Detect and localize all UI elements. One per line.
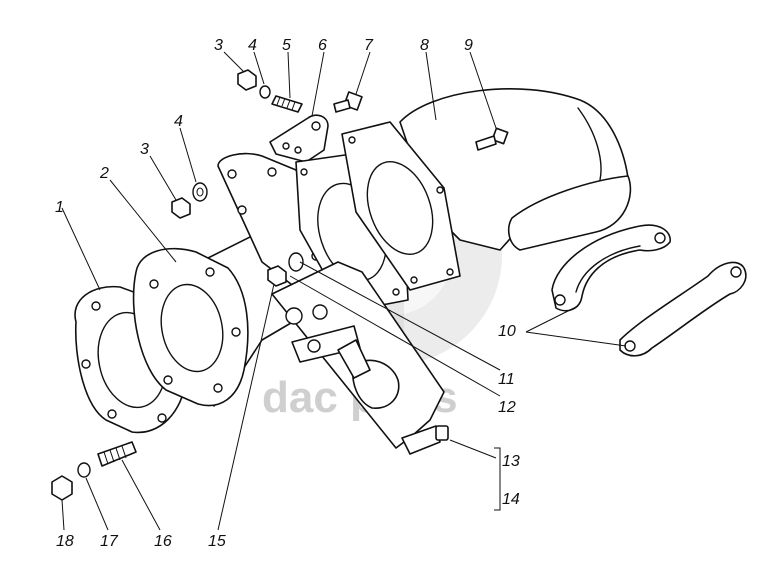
- part-16-stud: [97, 441, 137, 467]
- callout-13: 13: [502, 453, 520, 470]
- callout-2: 2: [99, 165, 109, 182]
- part-12-washer: [288, 252, 304, 272]
- part-6-bracket: [269, 114, 329, 163]
- callout-15: 15: [208, 533, 226, 550]
- part-3a-nut: [237, 69, 257, 91]
- callout-12: 12: [498, 399, 516, 416]
- part-9-bolt: [475, 127, 509, 151]
- callout-3b: 3: [140, 141, 149, 158]
- callouts: 1 2 3 3 4 4 5 6 7 8 9 10 11 12 13 14 15 …: [55, 37, 520, 550]
- callout-1: 1: [55, 199, 64, 216]
- callout-5: 5: [282, 37, 291, 54]
- part-10-clamp-lower: [619, 261, 747, 357]
- part-4b-washer: [192, 182, 208, 202]
- part-8-elbow-pipe: [341, 88, 632, 291]
- callout-18: 18: [56, 533, 74, 550]
- part-17-washer: [77, 462, 91, 478]
- callout-6: 6: [318, 37, 327, 54]
- callout-14: 14: [502, 491, 520, 508]
- callout-16: 16: [154, 533, 172, 550]
- part-15-nut: [267, 265, 287, 287]
- callout-7: 7: [364, 37, 374, 54]
- leader-lines: [61, 51, 627, 531]
- part-3b-nut: [171, 197, 191, 219]
- actuator-bracket-assembly: [271, 261, 449, 455]
- callout-11: 11: [498, 371, 515, 388]
- part-7-bolt: [333, 91, 363, 113]
- callout-4a: 4: [248, 37, 257, 54]
- callout-17: 17: [100, 533, 119, 550]
- part-18-nut: [51, 475, 73, 501]
- part-5-stud: [271, 95, 303, 113]
- callout-4b: 4: [174, 113, 183, 130]
- callout-3a: 3: [214, 37, 223, 54]
- callout-10: 10: [498, 323, 516, 340]
- callout-9: 9: [464, 37, 473, 54]
- part-4a-washer: [259, 85, 271, 99]
- part-10-clamp-upper: [551, 224, 671, 312]
- callout-8: 8: [420, 37, 429, 54]
